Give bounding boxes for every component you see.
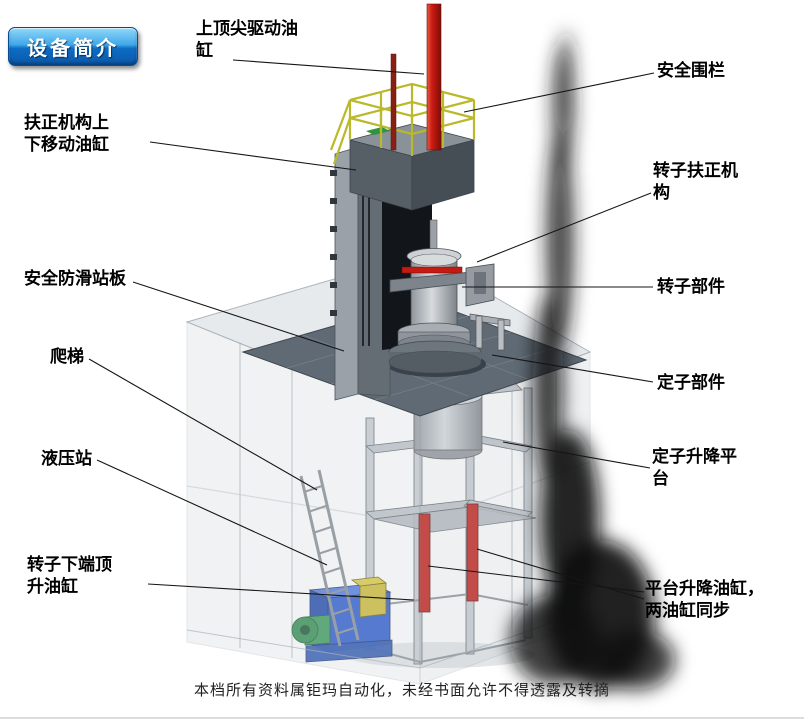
guide-rod	[390, 53, 397, 151]
label-top-drive-cylinder: 上顶尖驱动油缸	[196, 19, 298, 61]
head-green-plate	[366, 127, 390, 135]
platform-rear-bracket	[469, 313, 511, 351]
leader-line-jack	[147, 583, 415, 601]
leader-line-top-drive	[232, 59, 425, 75]
leader-line-lift-cyl-2	[476, 548, 645, 600]
confidential-footer: 本档所有资料属钜玛自动化，未经书面允许不得透露及转摘	[193, 682, 610, 699]
ladder-graphic	[299, 469, 360, 647]
label-rotor-centering-mech: 转子扶正机构	[653, 161, 738, 203]
label-centering-move-cylinder: 扶正机构上下移动油缸	[24, 113, 109, 155]
label-stator-lift-platform: 定子升降平台	[652, 447, 737, 489]
leader-line-stator-part	[491, 354, 654, 383]
rotor-assembly	[388, 219, 495, 374]
lift-cylinder-left	[418, 513, 431, 613]
leader-line-rotor-centering	[476, 192, 652, 263]
top-drive-cylinder	[390, 3, 442, 151]
label-antislip-platform: 安全防滑站板	[24, 269, 126, 288]
leader-line-ladder	[88, 358, 318, 491]
shadow-smudge	[510, 30, 675, 690]
label-hydraulic-station: 液压站	[41, 449, 92, 468]
label-safety-fence: 安全围栏	[657, 61, 725, 80]
leader-line-hydraulic	[96, 459, 328, 566]
leader-line-safety-fence	[463, 72, 655, 113]
centering-clamp	[401, 266, 463, 274]
main-column	[330, 146, 432, 401]
leader-lines	[88, 59, 655, 601]
title-badge: 设备简介	[8, 27, 138, 66]
label-rotor-part: 转子部件	[657, 277, 725, 296]
bottom-edge-line	[0, 717, 804, 719]
leader-line-stator-platform	[502, 441, 651, 469]
label-rotor-jack-cylinder: 转子下端顶升油缸	[27, 555, 112, 597]
label-stator-part: 定子部件	[657, 373, 725, 392]
label-platform-lift-cylinders: 平台升降油缸，两油缸同步	[645, 579, 764, 621]
leader-line-antislip	[132, 281, 345, 352]
drive-rod	[426, 3, 442, 151]
lift-cylinder-right	[466, 503, 479, 602]
platform-lift-cylinders	[418, 503, 479, 613]
label-ladder: 爬梯	[50, 347, 84, 366]
leader-line-centering	[149, 141, 357, 171]
